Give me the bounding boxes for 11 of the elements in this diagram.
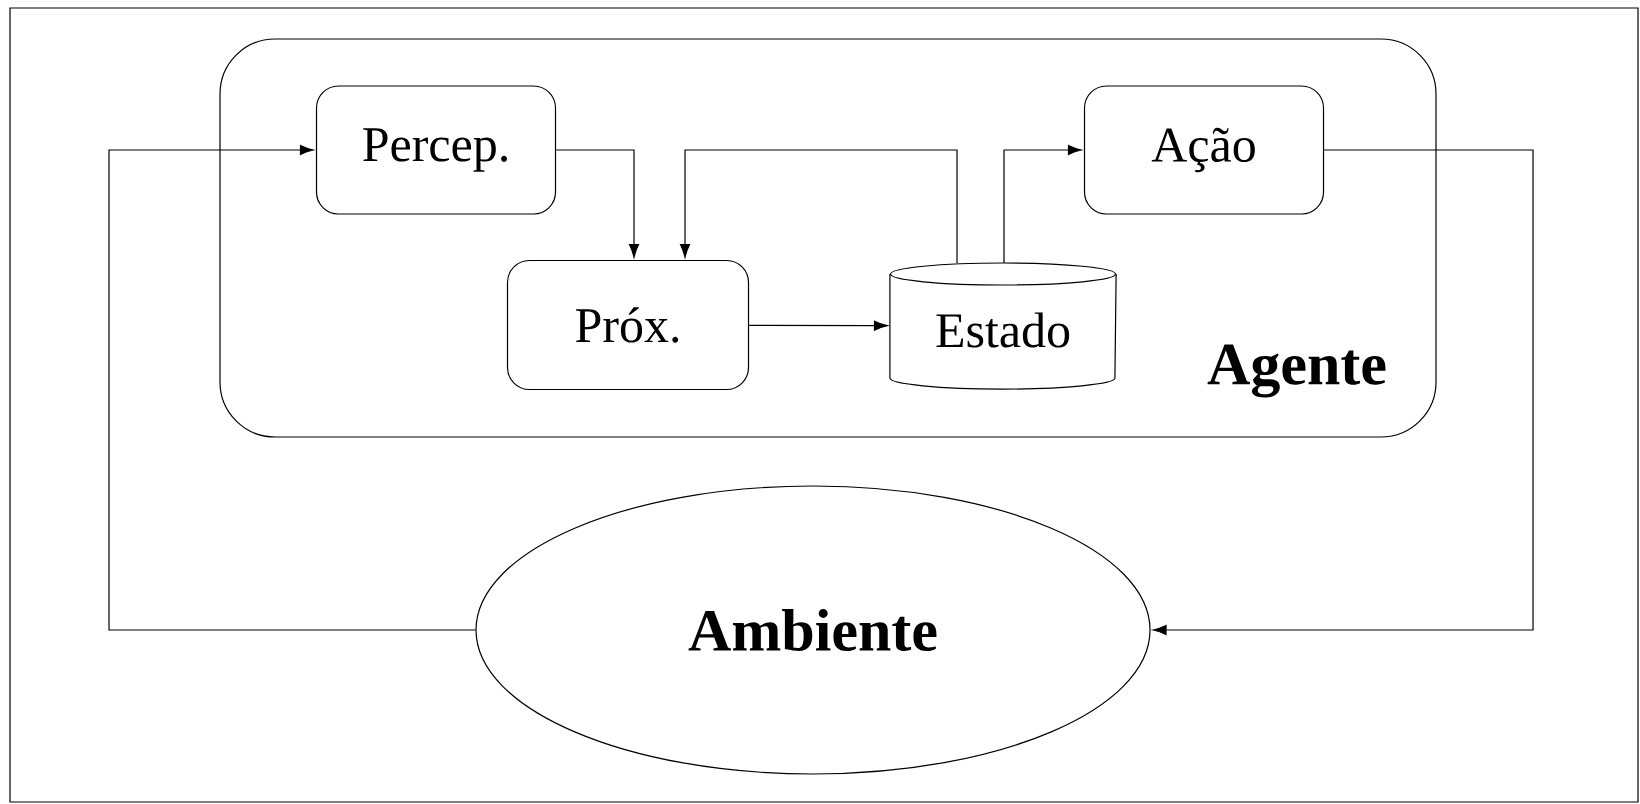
process-box: Percep. [315, 85, 557, 215]
arrow [555, 149, 640, 258]
state-cylinder: Estado [889, 262, 1117, 348]
node-label: Estado [936, 312, 1070, 348]
arrow [108, 144, 476, 631]
arrow [748, 320, 888, 331]
process-box: Próx. [506, 259, 750, 391]
arrow [1003, 144, 1082, 264]
process-box: Ação [1083, 85, 1325, 215]
arrow [1152, 149, 1534, 636]
arrow [679, 149, 958, 264]
